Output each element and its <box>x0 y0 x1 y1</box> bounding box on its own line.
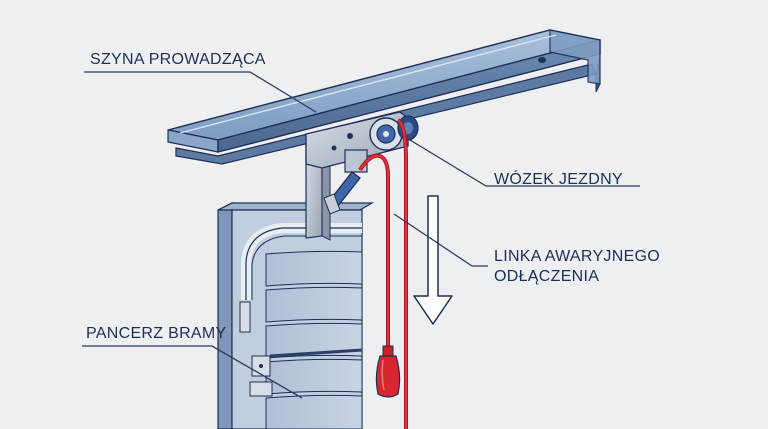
trolley <box>305 111 419 241</box>
callout-line-guide-rail <box>84 71 317 113</box>
release-handle <box>375 345 401 398</box>
callout-lines <box>82 71 640 399</box>
callout-line-door-curtain <box>82 345 303 399</box>
label-door-curtain: PANCERZ BRAMY <box>86 325 227 342</box>
callout-line-release-cable <box>393 213 488 267</box>
release-cable <box>358 118 408 429</box>
label-release-cable: LINKA AWARYJNEGO ODŁĄCZENIA <box>494 247 660 287</box>
label-release-cable-line1: LINKA AWARYJNEGO <box>494 248 661 265</box>
label-release-cable-line2: ODŁĄCZENIA <box>494 268 600 285</box>
guide-rail <box>167 29 601 165</box>
down-arrow-icon <box>413 195 453 325</box>
label-guide-rail: SZYNA PROWADZĄCA <box>90 51 266 68</box>
curtain-panels <box>265 250 363 429</box>
label-trolley: WÓZEK JEZDNY <box>494 171 623 188</box>
door-curtain <box>217 202 375 429</box>
callout-line-trolley <box>409 139 640 187</box>
